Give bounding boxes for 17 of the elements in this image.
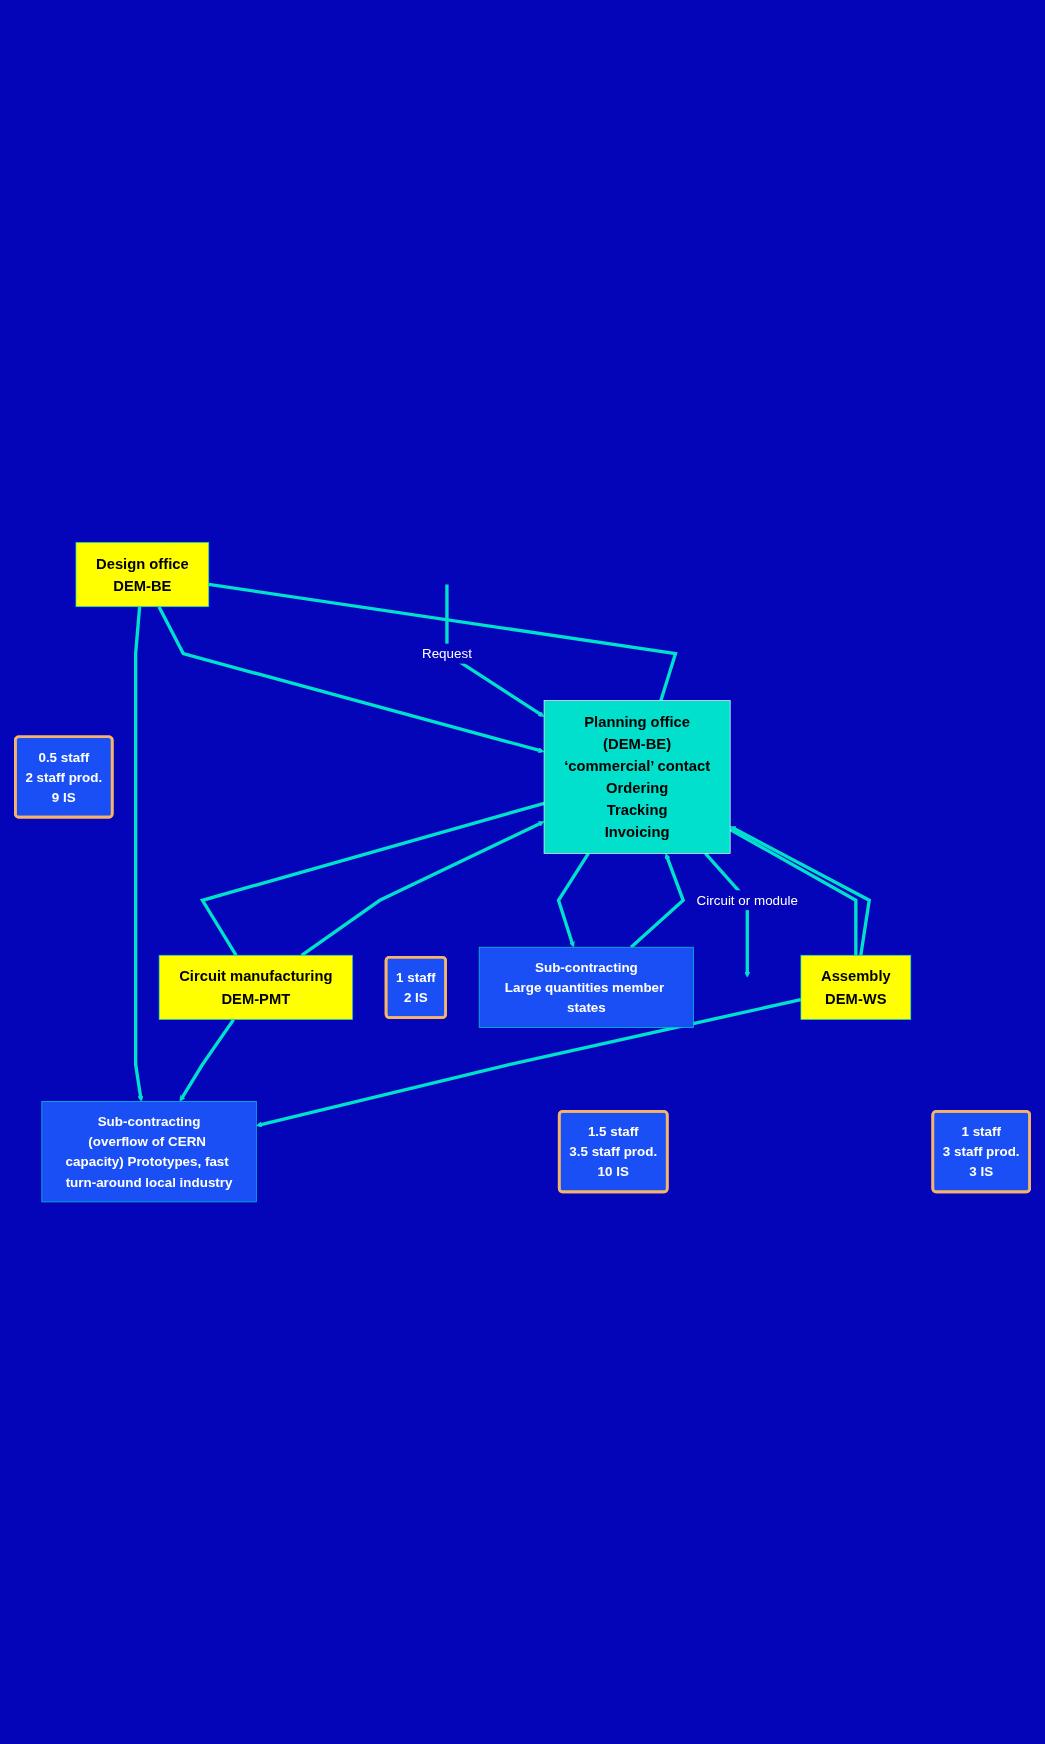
node-box: Sub-contracting Large quantities member states — [478, 946, 694, 1028]
node-box: Circuit manufacturing DEM-PMT — [158, 954, 353, 1020]
arrow — [256, 997, 802, 1128]
connector — [199, 801, 545, 956]
connector — [208, 582, 678, 701]
arrow — [157, 605, 545, 753]
arrow — [556, 852, 590, 948]
arrow — [134, 606, 144, 1102]
node-box: Sub-contracting (overflow of CERN capacity) Prototypes, fast turn-around local industry — [41, 1100, 257, 1203]
arrow — [179, 1018, 235, 1102]
arrow — [629, 852, 686, 949]
arrow — [300, 821, 545, 957]
node-box: Assembly DEM-WS — [800, 954, 912, 1020]
node-box: Planning office (DEM-BE) ‘commercial’ contact Ordering Tracking Invoicing — [543, 700, 731, 854]
node-box: Design office DEM-BE — [75, 541, 210, 607]
edge-label: Request — [421, 643, 472, 664]
edge-label: Circuit or module — [696, 890, 798, 911]
